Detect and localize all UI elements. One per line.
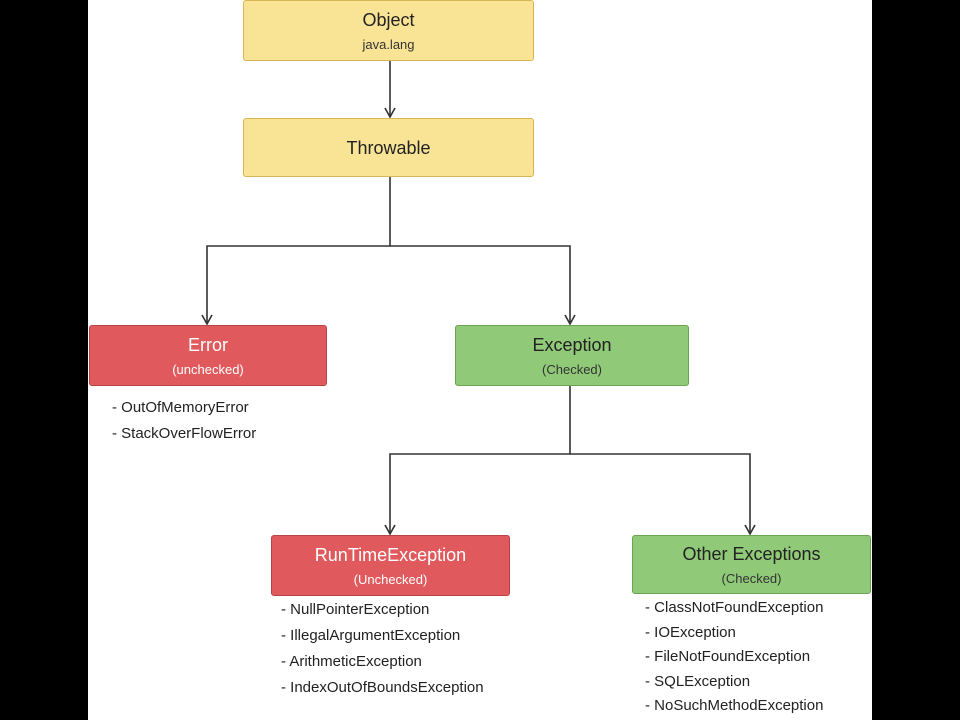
list-item: - StackOverFlowError xyxy=(112,425,257,442)
node-object-title: Object xyxy=(362,9,415,30)
node-exception: Exception (Checked) xyxy=(455,325,689,386)
edge-throwable-to-exception xyxy=(390,245,576,326)
list-item: - SQLException xyxy=(645,672,751,690)
node-runtime-exception-subtitle: (Unchecked) xyxy=(353,571,428,587)
node-runtime-exception: RunTimeException (Unchecked) xyxy=(271,535,510,596)
runtime-examples-list: - NullPointerException - IllegalArgument… xyxy=(281,597,484,701)
edge-throwable-to-error xyxy=(201,177,391,326)
node-exception-title: Exception xyxy=(532,334,612,355)
list-item: - IndexOutOfBoundsException xyxy=(281,679,484,696)
list-item: - NullPointerException xyxy=(281,601,430,618)
list-item: - NoSuchMethodException xyxy=(645,697,824,714)
node-other-exceptions-subtitle: (Checked) xyxy=(721,570,782,586)
list-item: - IllegalArgumentException xyxy=(281,627,461,644)
node-runtime-exception-title: RunTimeException xyxy=(314,544,467,565)
node-error: Error (unchecked) xyxy=(89,325,327,386)
node-object-subtitle: java.lang xyxy=(362,36,415,52)
list-item: - OutOfMemoryError xyxy=(112,399,249,416)
node-exception-subtitle: (Checked) xyxy=(542,361,602,377)
other-examples-list: - ClassNotFoundException - IOException -… xyxy=(645,596,823,719)
error-examples-list: - OutOfMemoryError - StackOverFlowError xyxy=(112,395,256,447)
list-item: - ClassNotFoundException xyxy=(645,599,824,616)
node-throwable: Throwable xyxy=(243,118,534,177)
list-item: - FileNotFoundException xyxy=(645,648,811,665)
node-object: Object java.lang xyxy=(243,0,534,61)
node-throwable-title: Throwable xyxy=(346,137,431,158)
node-error-title: Error xyxy=(188,334,228,355)
edge-exception-to-runtime xyxy=(384,386,571,536)
connector-lines xyxy=(201,61,756,536)
node-other-exceptions: Other Exceptions (Checked) xyxy=(632,535,871,594)
edge-exception-to-other xyxy=(570,453,756,536)
node-error-subtitle: (unchecked) xyxy=(172,361,244,377)
list-item: - ArithmeticException xyxy=(281,653,422,670)
node-other-exceptions-title: Other Exceptions xyxy=(682,543,821,564)
diagram-canvas: Object java.lang Throwable Error (unchec… xyxy=(88,0,872,720)
list-item: - IOException xyxy=(645,623,736,641)
